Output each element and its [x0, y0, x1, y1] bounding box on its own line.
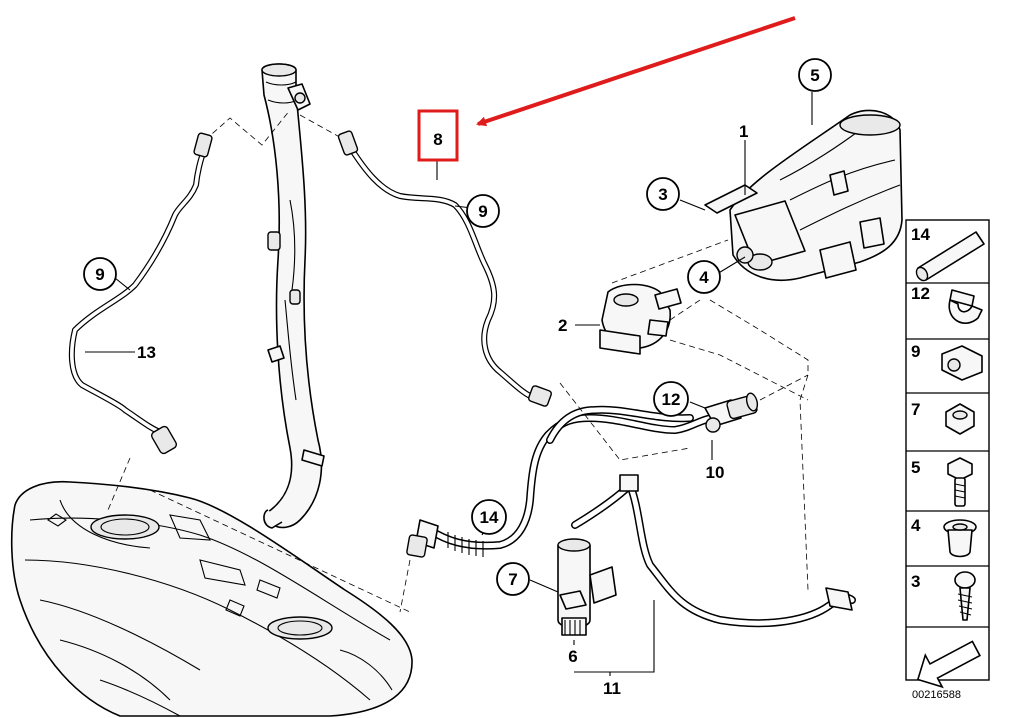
legend-item-5: 5 [911, 457, 973, 507]
callout-12: 12 [653, 381, 689, 417]
legend-item-label: 7 [911, 400, 920, 419]
leader-lines [85, 92, 813, 676]
callout-label: 14 [480, 508, 499, 527]
bolt-icon [947, 457, 973, 481]
callout-label: 2 [558, 316, 567, 335]
tank-vent-valve-2 [599, 283, 682, 355]
parts-legend: 14 12 9 7 5 4 [905, 219, 990, 689]
fuel-tank [10, 480, 413, 717]
legend-item-label: 14 [911, 225, 930, 244]
callout-14: 14 [471, 499, 507, 535]
highlight-arrow [476, 16, 796, 127]
callout-label: 5 [810, 66, 819, 85]
diagram-number: 00216588 [912, 689, 961, 701]
callout-label: 3 [658, 185, 667, 204]
legend-item-9: 9 [911, 342, 983, 381]
legend-item-label: 3 [911, 572, 920, 591]
callout-label: 12 [662, 390, 681, 409]
vent-line-13 [68, 132, 213, 455]
callout-label: 4 [699, 268, 709, 287]
callout-label: 9 [478, 202, 487, 221]
activated-carbon-filter-1 [704, 109, 903, 282]
callout-2: 2 [558, 316, 567, 335]
callout-6: 6 [568, 647, 577, 666]
legend-item-14: 14 [911, 225, 985, 282]
callout-9-left: 9 [83, 257, 117, 291]
vent-line-10 [406, 392, 759, 558]
callout-13: 13 [137, 343, 156, 362]
callout-label: 7 [508, 570, 517, 589]
callout-label: 11 [603, 679, 621, 698]
screw-icon [954, 571, 976, 589]
vent-line-9 [337, 130, 552, 407]
legend-item-3: 3 [911, 571, 976, 621]
callout-1: 1 [739, 122, 748, 141]
legend-item-label: 12 [911, 284, 930, 303]
callout-label: 9 [95, 265, 104, 284]
callout-label: 6 [568, 647, 577, 666]
direction-arrow-icon [916, 640, 981, 689]
callout-9-right: 9 [466, 194, 500, 228]
legend-arrow-cell [916, 640, 981, 689]
legend-item-12: 12 [911, 284, 983, 324]
callout-4: 4 [687, 260, 721, 294]
legend-item-label: 5 [911, 458, 920, 477]
vent-line-11 [571, 474, 856, 628]
clamp-icon [948, 299, 983, 324]
callout-label: 13 [137, 343, 156, 362]
legend-item-label: 4 [911, 516, 921, 535]
callout-11: 11 [603, 679, 621, 698]
legend-item-label: 9 [911, 342, 920, 361]
legend-item-7: 7 [911, 400, 975, 435]
callout-label: 8 [433, 130, 442, 149]
callout-10: 10 [706, 463, 725, 482]
callout-8-highlighted: 8 [417, 109, 459, 162]
legend-item-4: 4 [911, 516, 977, 558]
filler-neck [261, 63, 325, 529]
callout-label: 1 [739, 122, 748, 141]
callout-5: 5 [798, 58, 832, 92]
leak-diagnosis-pump-6 [557, 538, 617, 636]
callout-label: 10 [706, 463, 725, 482]
callout-7: 7 [496, 562, 530, 596]
callout-3: 3 [646, 177, 680, 211]
clip-icon [941, 345, 983, 381]
highlight-box [417, 109, 459, 162]
